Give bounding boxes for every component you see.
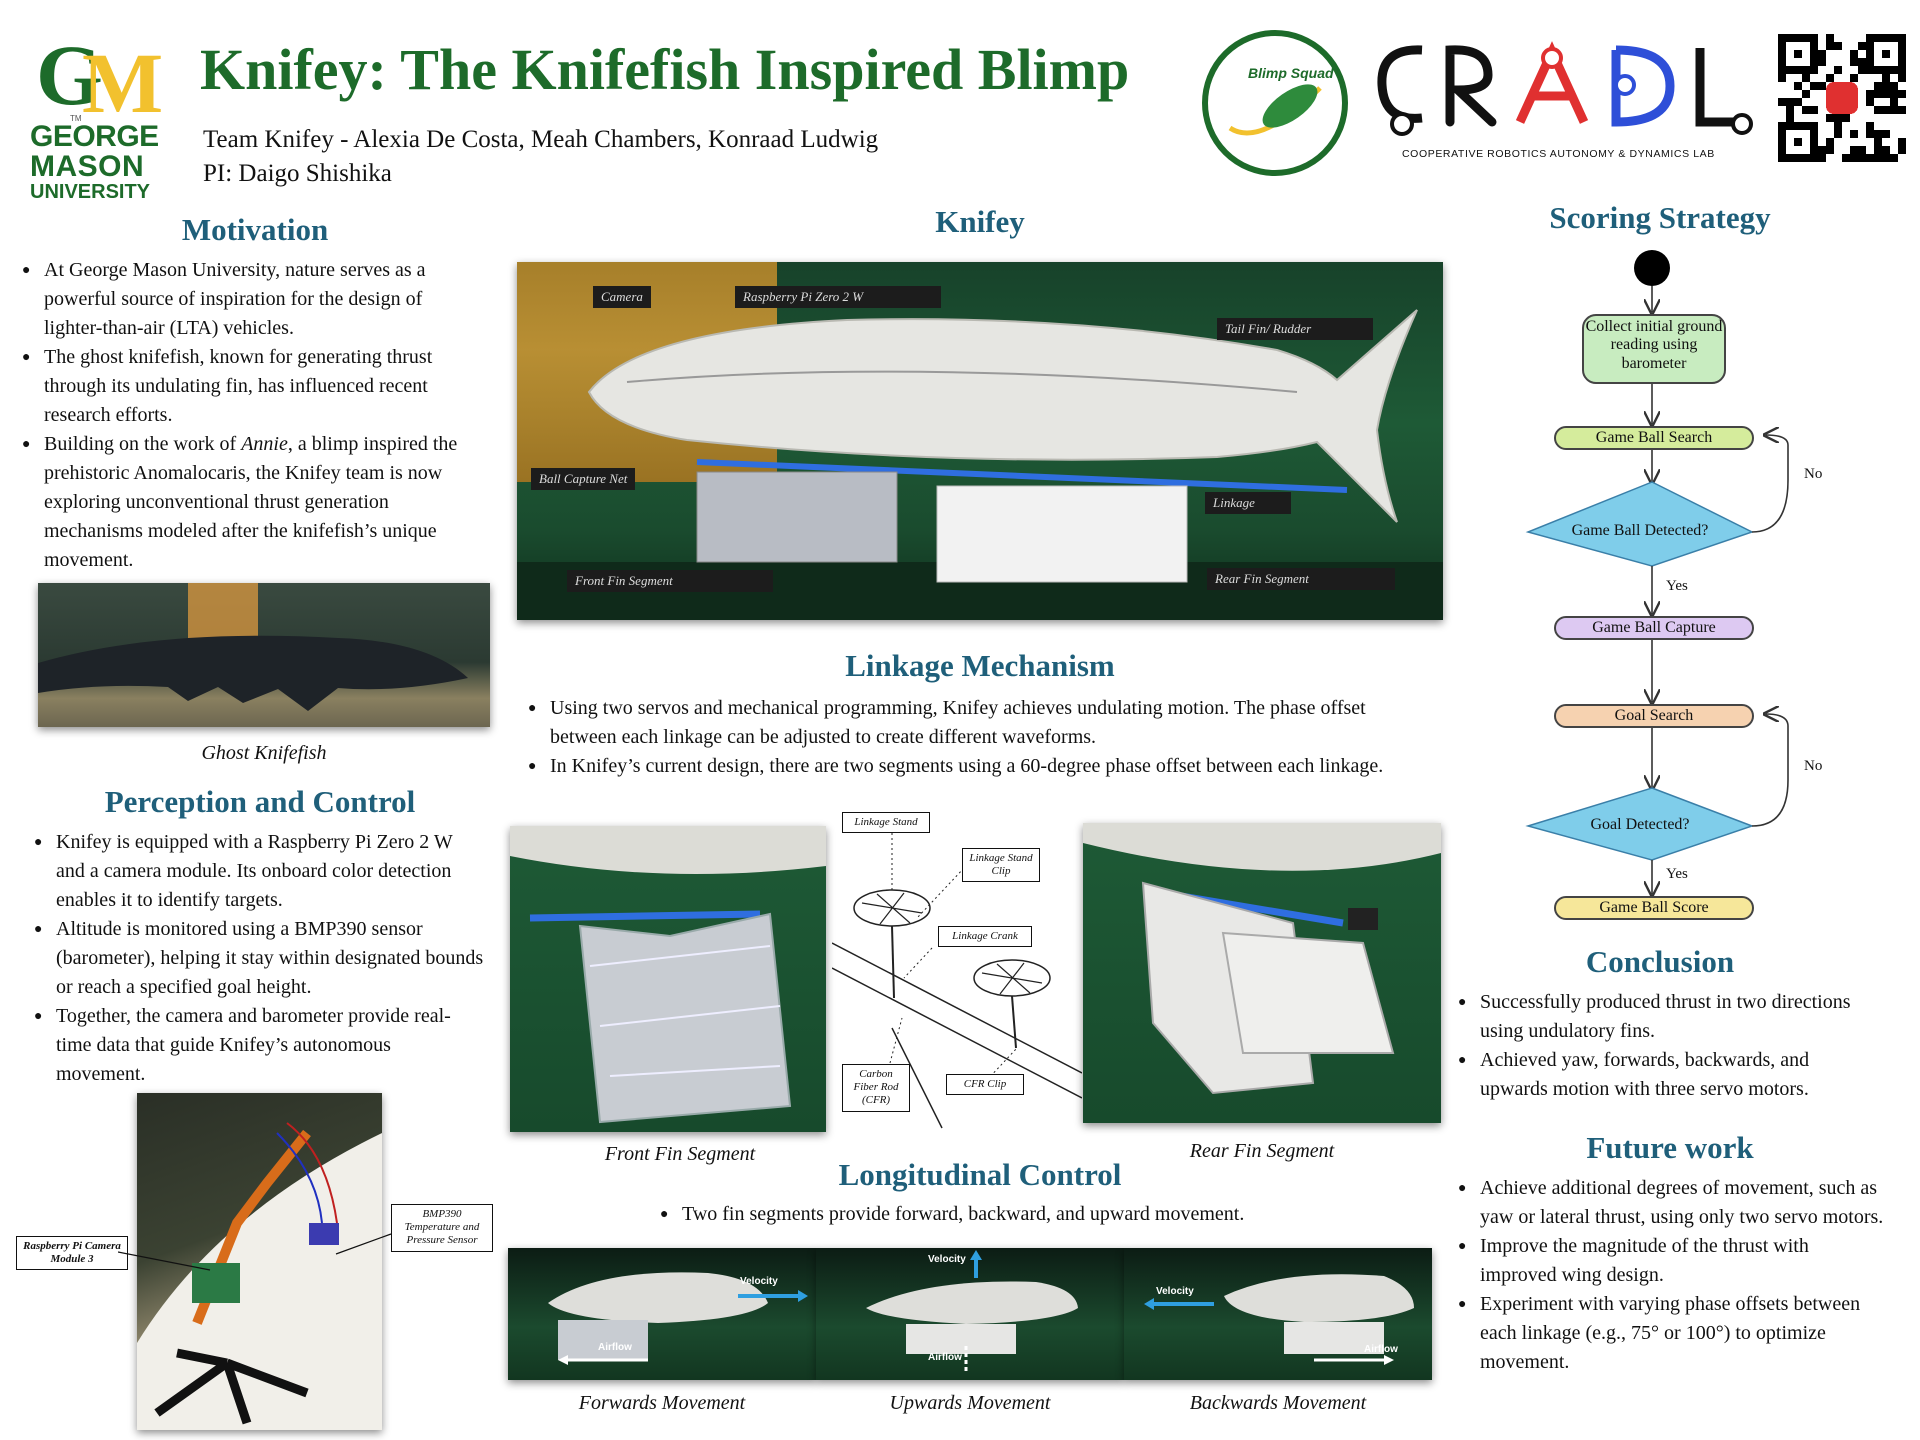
- scoring-flowchart: Collect initial ground reading using bar…: [1510, 240, 1850, 930]
- linkage-title: Linkage Mechanism: [845, 648, 1115, 683]
- callout-linkage-stand-clip: Linkage Stand Clip: [962, 848, 1040, 883]
- cradl-subtitle: COOPERATIVE ROBOTICS AUTONOMY & DYNAMICS…: [1402, 148, 1715, 160]
- cradl-logo: COOPERATIVE ROBOTICS AUTONOMY & DYNAMICS…: [1370, 30, 1760, 170]
- front-fin-photo: [510, 826, 826, 1132]
- knifey-title: Knifey: [935, 204, 1025, 239]
- ghost-knifefish-caption: Ghost Knifefish: [201, 742, 327, 764]
- flow-yes-label: Yes: [1666, 578, 1688, 594]
- flow-yes-label: Yes: [1666, 866, 1688, 882]
- velocity-label: Velocity: [928, 1254, 966, 1265]
- perception-bullet: Knifey is equipped with a Raspberry Pi Z…: [34, 828, 484, 915]
- backwards-movement-photo: Velocity Airflow: [1124, 1248, 1432, 1380]
- svg-text:M: M: [82, 35, 163, 127]
- airflow-label: Airflow: [598, 1342, 632, 1353]
- conclusion-title: Conclusion: [1585, 944, 1735, 979]
- motivation-title: Motivation: [181, 212, 329, 247]
- future-work-body: Achieve additional degrees of movement, …: [1458, 1174, 1888, 1377]
- label-ball-capture-net: Ball Capture Net: [531, 468, 636, 490]
- future-bullet: Experiment with varying phase offsets be…: [1458, 1290, 1888, 1377]
- svg-text:G: G: [36, 27, 103, 123]
- linkage-diagram: Linkage Stand Linkage Stand Clip Linkage…: [831, 808, 1083, 1138]
- callout-cfr-clip: CFR Clip: [946, 1074, 1024, 1096]
- conclusion-bullet: Successfully produced thrust in two dire…: [1458, 988, 1878, 1046]
- front-fin-caption: Front Fin Segment: [604, 1143, 756, 1165]
- airflow-label: Airflow: [928, 1352, 962, 1363]
- camera-module-callout: Raspberry Pi Camera Module 3: [16, 1236, 128, 1271]
- flow-node-ball-score: Game Ball Score: [1554, 896, 1754, 920]
- flow-node-ball-search: Game Ball Search: [1554, 426, 1754, 450]
- perception-bullet: Together, the camera and barometer provi…: [34, 1002, 484, 1089]
- future-work-title: Future work: [1586, 1130, 1754, 1165]
- label-camera: Camera: [593, 286, 651, 308]
- future-bullet: Achieve additional degrees of movement, …: [1458, 1174, 1888, 1232]
- flow-node-initial-reading: Collect initial ground reading using bar…: [1582, 314, 1726, 384]
- callout-linkage-crank: Linkage Crank: [938, 926, 1032, 948]
- flow-start-node: [1634, 250, 1670, 286]
- flow-node-ball-capture: Game Ball Capture: [1554, 616, 1754, 640]
- perception-bullet: Altitude is monitored using a BMP390 sen…: [34, 915, 484, 1002]
- ghost-knifefish-photo: [38, 583, 490, 727]
- flow-decision-ball-detected: Game Ball Detected?: [1571, 522, 1709, 539]
- longitudinal-body: Two fin segments provide forward, backwa…: [660, 1200, 1400, 1229]
- motivation-bullet: Building on the work of Annie, a blimp i…: [22, 430, 482, 575]
- linkage-bullet: In Knifey’s current design, there are tw…: [528, 752, 1428, 781]
- motivation-body: At George Mason University, nature serve…: [22, 256, 482, 575]
- backwards-caption: Backwards Movement: [1189, 1392, 1367, 1414]
- label-tail-fin: Tail Fin/ Rudder: [1217, 318, 1373, 340]
- future-bullet: Improve the magnitude of the thrust with…: [1458, 1232, 1888, 1290]
- upwards-movement-photo: Velocity Airflow: [816, 1248, 1124, 1380]
- scoring-title: Scoring Strategy: [1549, 200, 1771, 235]
- poster-title: Knifey: The Knifefish Inspired Blimp: [200, 37, 1130, 102]
- label-raspberry: Raspberry Pi Zero 2 W: [735, 286, 941, 308]
- pi-name: PI: Daigo Shishika: [203, 160, 392, 187]
- label-linkage: Linkage: [1205, 492, 1291, 514]
- upwards-caption: Upwards Movement: [889, 1392, 1051, 1414]
- perception-title: Perception and Control: [104, 784, 416, 819]
- flow-node-goal-search: Goal Search: [1554, 704, 1754, 728]
- logo-tm: TM: [70, 114, 82, 123]
- bmp390-callout: BMP390 Temperature and Pressure Sensor: [391, 1204, 493, 1252]
- forwards-caption: Forwards Movement: [578, 1392, 746, 1414]
- electronics-photo: [137, 1093, 382, 1430]
- perception-body: Knifey is equipped with a Raspberry Pi Z…: [34, 828, 484, 1089]
- svg-text:Blimp Squad: Blimp Squad: [1248, 65, 1334, 81]
- rear-fin-photo: [1083, 823, 1441, 1123]
- university-name: GEORGE MASON UNIVERSITY: [30, 120, 159, 203]
- knifey-photo: Camera Raspberry Pi Zero 2 W Tail Fin/ R…: [517, 262, 1443, 620]
- velocity-label: Velocity: [1156, 1286, 1194, 1297]
- longitudinal-bullet: Two fin segments provide forward, backwa…: [660, 1200, 1400, 1229]
- airflow-label: Airflow: [1364, 1344, 1398, 1355]
- team-names: Team Knifey - Alexia De Costa, Meah Cham…: [203, 126, 879, 153]
- motivation-bullet: The ghost knifefish, known for generatin…: [22, 343, 482, 430]
- blimp-squad-logo: Blimp Squad: [1200, 28, 1350, 178]
- motivation-bullet: At George Mason University, nature serve…: [22, 256, 482, 343]
- longitudinal-title: Longitudinal Control: [838, 1157, 1122, 1192]
- gmu-logo: G M TM GEORGE MASON UNIVERSITY: [30, 22, 180, 202]
- callout-carbon-fiber-rod: Carbon Fiber Rod (CFR): [842, 1064, 910, 1112]
- forwards-movement-photo: Velocity Airflow: [508, 1248, 816, 1380]
- conclusion-bullet: Achieved yaw, forwards, backwards, and u…: [1458, 1046, 1878, 1104]
- linkage-body: Using two servos and mechanical programm…: [528, 694, 1428, 781]
- conclusion-body: Successfully produced thrust in two dire…: [1458, 988, 1878, 1104]
- velocity-label: Velocity: [740, 1276, 778, 1287]
- flow-no-label: No: [1804, 466, 1823, 482]
- flow-no-label: No: [1804, 758, 1823, 774]
- linkage-bullet: Using two servos and mechanical programm…: [528, 694, 1428, 752]
- callout-linkage-stand: Linkage Stand: [842, 812, 930, 834]
- gm-monogram-icon: G M: [36, 27, 163, 131]
- rear-fin-caption: Rear Fin Segment: [1189, 1140, 1335, 1162]
- flow-decision-goal-detected: Goal Detected?: [1590, 816, 1690, 833]
- callout-leaders: [118, 1233, 392, 1271]
- label-front-fin: Front Fin Segment: [567, 570, 773, 592]
- qr-code-icon[interactable]: [1778, 34, 1906, 162]
- label-rear-fin: Rear Fin Segment: [1207, 568, 1395, 590]
